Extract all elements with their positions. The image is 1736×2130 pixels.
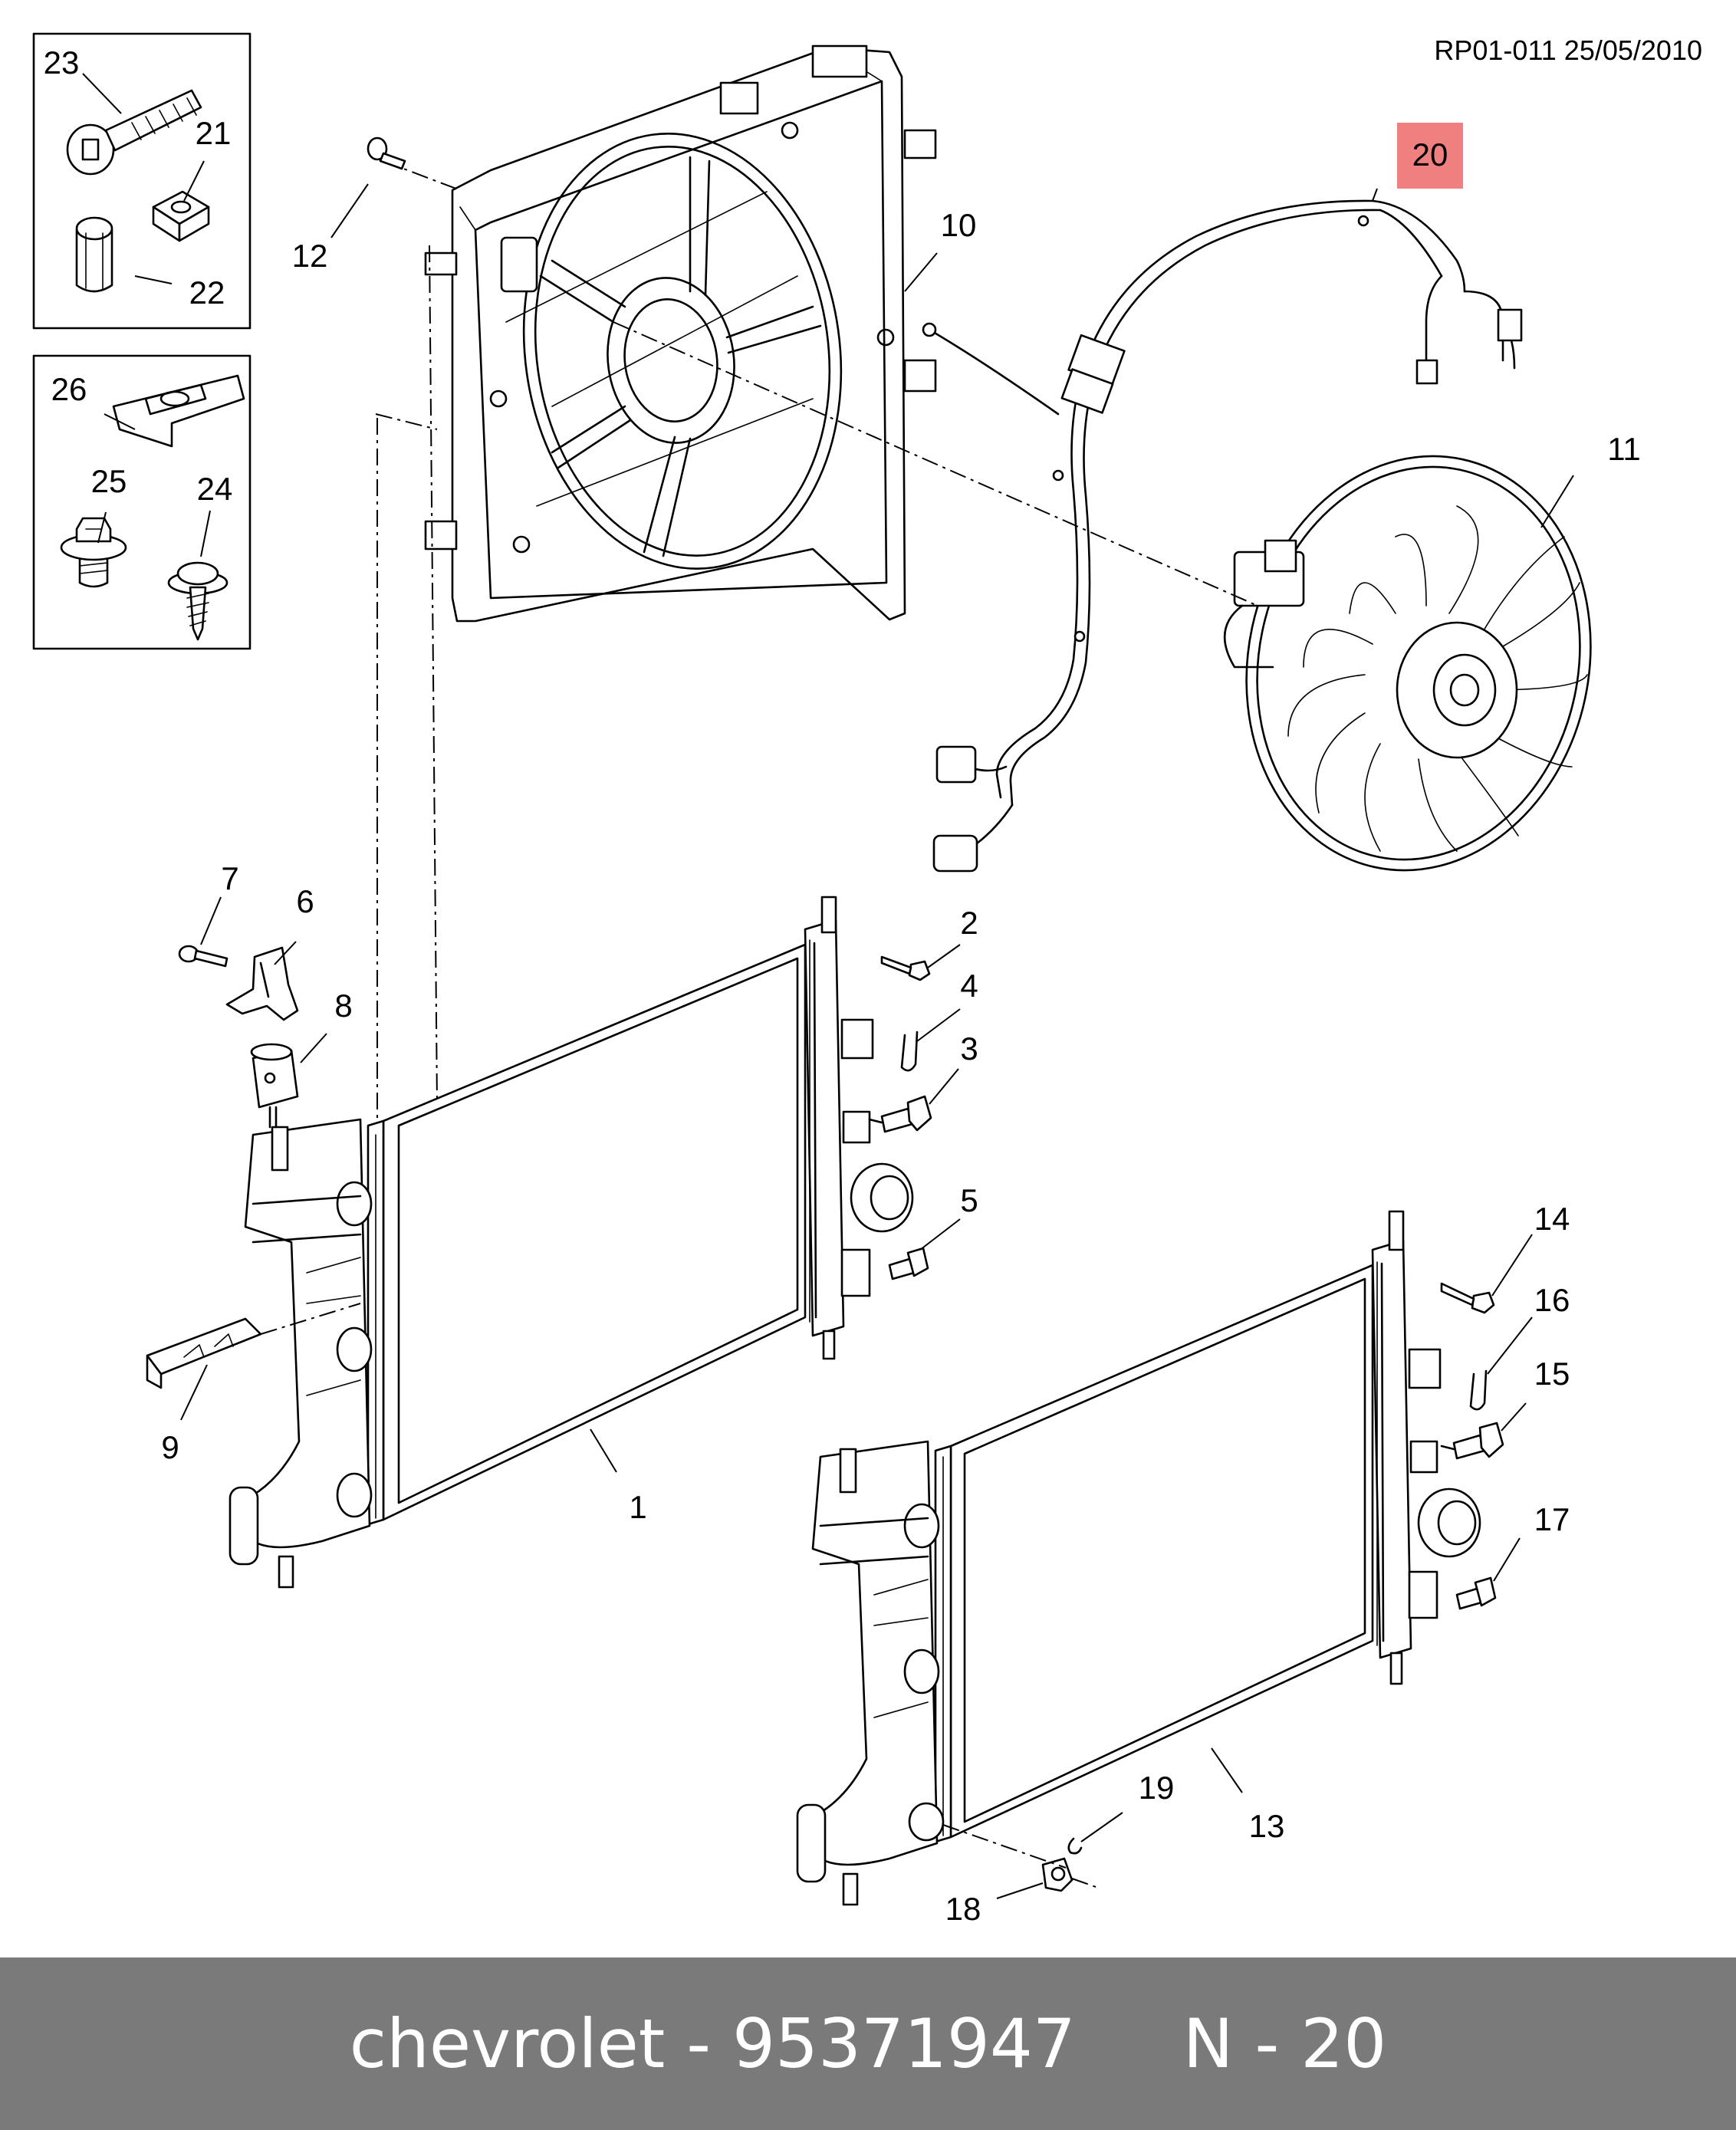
- callout-21: 21: [196, 115, 232, 151]
- callout-19: 19: [1139, 1770, 1175, 1806]
- callout-5: 5: [960, 1182, 978, 1218]
- sensor-3: [868, 1095, 932, 1133]
- callout-16: 16: [1534, 1282, 1570, 1318]
- bracket-6: [225, 946, 299, 1021]
- callout-24: 24: [197, 471, 233, 507]
- radiator-13: [796, 1210, 1481, 1906]
- cooling-fan-11: [1223, 455, 1592, 872]
- callout-15: 15: [1534, 1356, 1570, 1392]
- callout-26: 26: [51, 371, 87, 407]
- flange-bolt-25: [60, 517, 127, 588]
- callout-14: 14: [1534, 1201, 1570, 1237]
- clip-4: [900, 1030, 919, 1072]
- exploded-view-diagram: RP01-011 25/05/2010: [32, 32, 1702, 1927]
- callout-2: 2: [960, 905, 978, 941]
- callout-9: 9: [161, 1429, 179, 1465]
- callout-20-highlight: [1397, 123, 1463, 189]
- screw-7: [178, 945, 229, 968]
- screw-12: [367, 136, 406, 170]
- tapping-screw-24: [167, 561, 229, 641]
- assembly-line-fan: [613, 321, 1258, 606]
- clip-16: [1469, 1369, 1488, 1411]
- callout-8: 8: [334, 988, 352, 1024]
- document-reference: RP01-011 25/05/2010: [1434, 35, 1702, 66]
- callout-11: 11: [1607, 431, 1641, 467]
- bolt-23: [66, 89, 202, 176]
- footer-part-caption: chevrolet - 95371947 N - 20: [349, 2004, 1387, 2083]
- assembly-line-vertical-2: [429, 245, 438, 1105]
- spacer-22: [75, 216, 113, 293]
- callout-6: 6: [296, 883, 314, 919]
- sensor-15: [1440, 1422, 1504, 1460]
- callout-3: 3: [960, 1030, 978, 1067]
- fastener-inset-bottom: [32, 354, 252, 650]
- wiring-harness-20: [922, 199, 1523, 873]
- square-nut-21: [152, 190, 210, 242]
- callout-4: 4: [960, 968, 978, 1004]
- bracket-9: [146, 1317, 262, 1389]
- sensor-5: [888, 1247, 929, 1280]
- leader-lines: [82, 73, 1574, 1899]
- callout-18: 18: [945, 1891, 981, 1927]
- callout-23: 23: [44, 44, 80, 81]
- radiator-1: [229, 896, 914, 1589]
- callout-12: 12: [292, 238, 328, 274]
- callout-10: 10: [941, 207, 977, 243]
- callout-1: 1: [629, 1489, 646, 1525]
- callout-20: 20: [1412, 136, 1448, 173]
- bolt-14: [1440, 1282, 1495, 1314]
- callout-7: 7: [221, 860, 238, 896]
- assembly-line-shroud-left: [375, 413, 438, 430]
- clip-nut-26: [112, 374, 245, 448]
- bolt-2: [880, 955, 931, 981]
- fastener-inset-top: [32, 32, 252, 330]
- footer-bar: chevrolet - 95371947 N - 20: [0, 1957, 1736, 2130]
- callout-22: 22: [189, 274, 225, 311]
- callout-25: 25: [91, 463, 127, 499]
- assembly-line-18: [942, 1824, 1067, 1869]
- callout-labels: 23 21 22 26 25 24 12 10 11 20 7 6 8 9 1 …: [44, 44, 1641, 1927]
- sensor-17: [1455, 1576, 1497, 1610]
- callout-17: 17: [1534, 1501, 1570, 1537]
- insulator-8: [250, 1043, 299, 1129]
- fan-shroud-10: [424, 44, 937, 623]
- o-ring-19: [1067, 1837, 1083, 1855]
- callout-13: 13: [1249, 1808, 1285, 1844]
